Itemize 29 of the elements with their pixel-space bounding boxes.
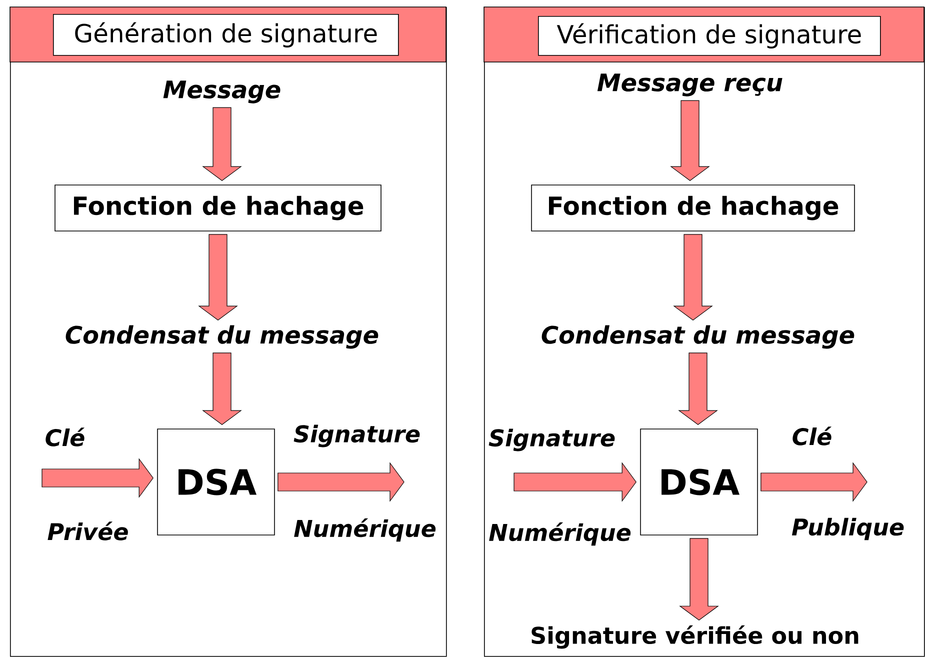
arrow-label: Clé — [792, 426, 832, 446]
arrow-label: Signature — [488, 428, 615, 452]
arrow-label: Privée — [48, 522, 128, 540]
block-arrow — [679, 538, 719, 620]
text-label: Condensat du message — [66, 325, 378, 349]
process-box: Fonction de hachage — [54, 184, 382, 232]
block-arrow — [760, 462, 868, 502]
block-arrow — [278, 462, 404, 502]
heading-box: Vérification de signature — [538, 16, 881, 56]
block-arrow — [673, 234, 713, 320]
text-label: Message reçu — [597, 74, 782, 96]
block-arrow — [514, 462, 636, 502]
block-arrow — [670, 100, 710, 181]
process-box: DSA — [157, 428, 275, 536]
block-arrow — [42, 458, 154, 498]
heading-box: Génération de signature — [53, 14, 399, 56]
process-box: Fonction de hachage — [531, 184, 855, 232]
process-box: DSA — [640, 428, 758, 536]
text-label: Condensat du message — [542, 325, 854, 349]
arrow-label: Clé — [46, 428, 85, 446]
block-arrow — [202, 107, 242, 181]
arrow-label: Numérique — [294, 518, 436, 542]
text-label: Signature vérifiée ou non — [532, 625, 858, 649]
arrow-label: Publique — [792, 518, 904, 540]
block-arrow — [198, 234, 238, 320]
block-arrow — [202, 352, 242, 425]
text-label: Message — [163, 80, 280, 104]
block-arrow — [678, 352, 718, 425]
arrow-label: Numérique — [489, 522, 631, 546]
